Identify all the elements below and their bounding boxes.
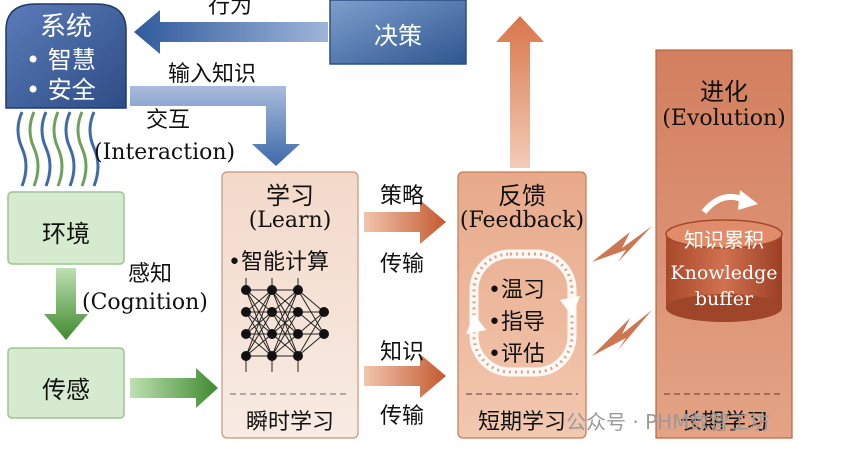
action-arrow	[134, 10, 328, 54]
knowledge-transfer-arrow	[364, 354, 446, 398]
cognition-label-en: (Cognition)	[82, 290, 208, 315]
feedback-item-review-label: 温习	[500, 278, 545, 303]
system-item-wisdom: • 智慧	[26, 46, 96, 74]
interaction-waves	[16, 111, 100, 187]
buffer-arrow-head	[738, 190, 758, 210]
knowledge-transfer-label: 传输	[380, 404, 425, 429]
cycle-icon	[466, 249, 580, 377]
evolution-title-cn: 进化	[700, 78, 748, 106]
feedback-item-guide: •指导	[488, 310, 545, 335]
input-knowledge-label: 输入知识	[168, 62, 257, 87]
system-item-wisdom-label: 智慧	[47, 46, 96, 74]
feedback-footer: 短期学习	[477, 410, 566, 435]
sensing-to-learn-arrow	[130, 368, 218, 408]
evolution-footer: 长期学习	[679, 410, 768, 435]
feedback-title-en: (Feedback)	[459, 208, 585, 233]
system-item-safety: • 安全	[26, 76, 96, 104]
cognition-arrow	[44, 268, 88, 340]
feedback-item-guide-label: 指导	[500, 310, 545, 335]
system-title: 系统	[39, 12, 92, 42]
buffer-label-en-2: buffer	[694, 288, 754, 310]
knowledge-label: 知识	[380, 340, 425, 365]
feedback-item-evaluate: •评估	[488, 342, 545, 367]
learn-footer: 瞬时学习	[245, 410, 334, 435]
learn-bullet-label: 智能计算	[240, 250, 329, 275]
learn-bullet: •智能计算	[228, 250, 329, 275]
feedback-item-evaluate-label: 评估	[500, 342, 545, 367]
buffer-label-cn: 知识累积	[684, 228, 764, 252]
input-knowledge-arrow	[130, 86, 300, 166]
evolution-title-en: (Evolution)	[662, 106, 786, 131]
system-item-safety-label: 安全	[47, 76, 96, 104]
neural-network-icon	[241, 278, 329, 372]
strategy-transfer-arrow	[364, 200, 446, 244]
decision-label: 决策	[374, 22, 422, 50]
feedback-title-cn: 反馈	[498, 182, 546, 210]
interaction-label-cn: 交互	[146, 108, 191, 133]
environment-label: 环境	[42, 220, 90, 248]
strategy-transfer-label: 传输	[380, 252, 425, 277]
learn-title-cn: 学习	[266, 182, 314, 210]
knowledge-buffer-cylinder	[665, 219, 783, 322]
watermark-text: 公众号 · PHM数智工坊	[566, 410, 770, 434]
action-label: 行为	[208, 0, 253, 19]
feedback-to-decision-arrow	[496, 16, 544, 168]
environment-box	[7, 191, 125, 265]
strategy-label: 策略	[380, 184, 425, 209]
cognition-label-cn: 感知	[128, 262, 173, 287]
decision-box	[329, 0, 467, 65]
feedback-item-review: •温习	[488, 278, 545, 303]
learn-title-en: (Learn)	[248, 208, 332, 233]
sensing-label: 传感	[42, 376, 90, 404]
system-box	[5, 3, 127, 109]
sensing-box	[7, 347, 125, 419]
interaction-label-en: (Interaction)	[94, 140, 236, 165]
lightning-bolts	[592, 226, 652, 356]
buffer-label-en-1: Knowledge	[670, 262, 778, 284]
